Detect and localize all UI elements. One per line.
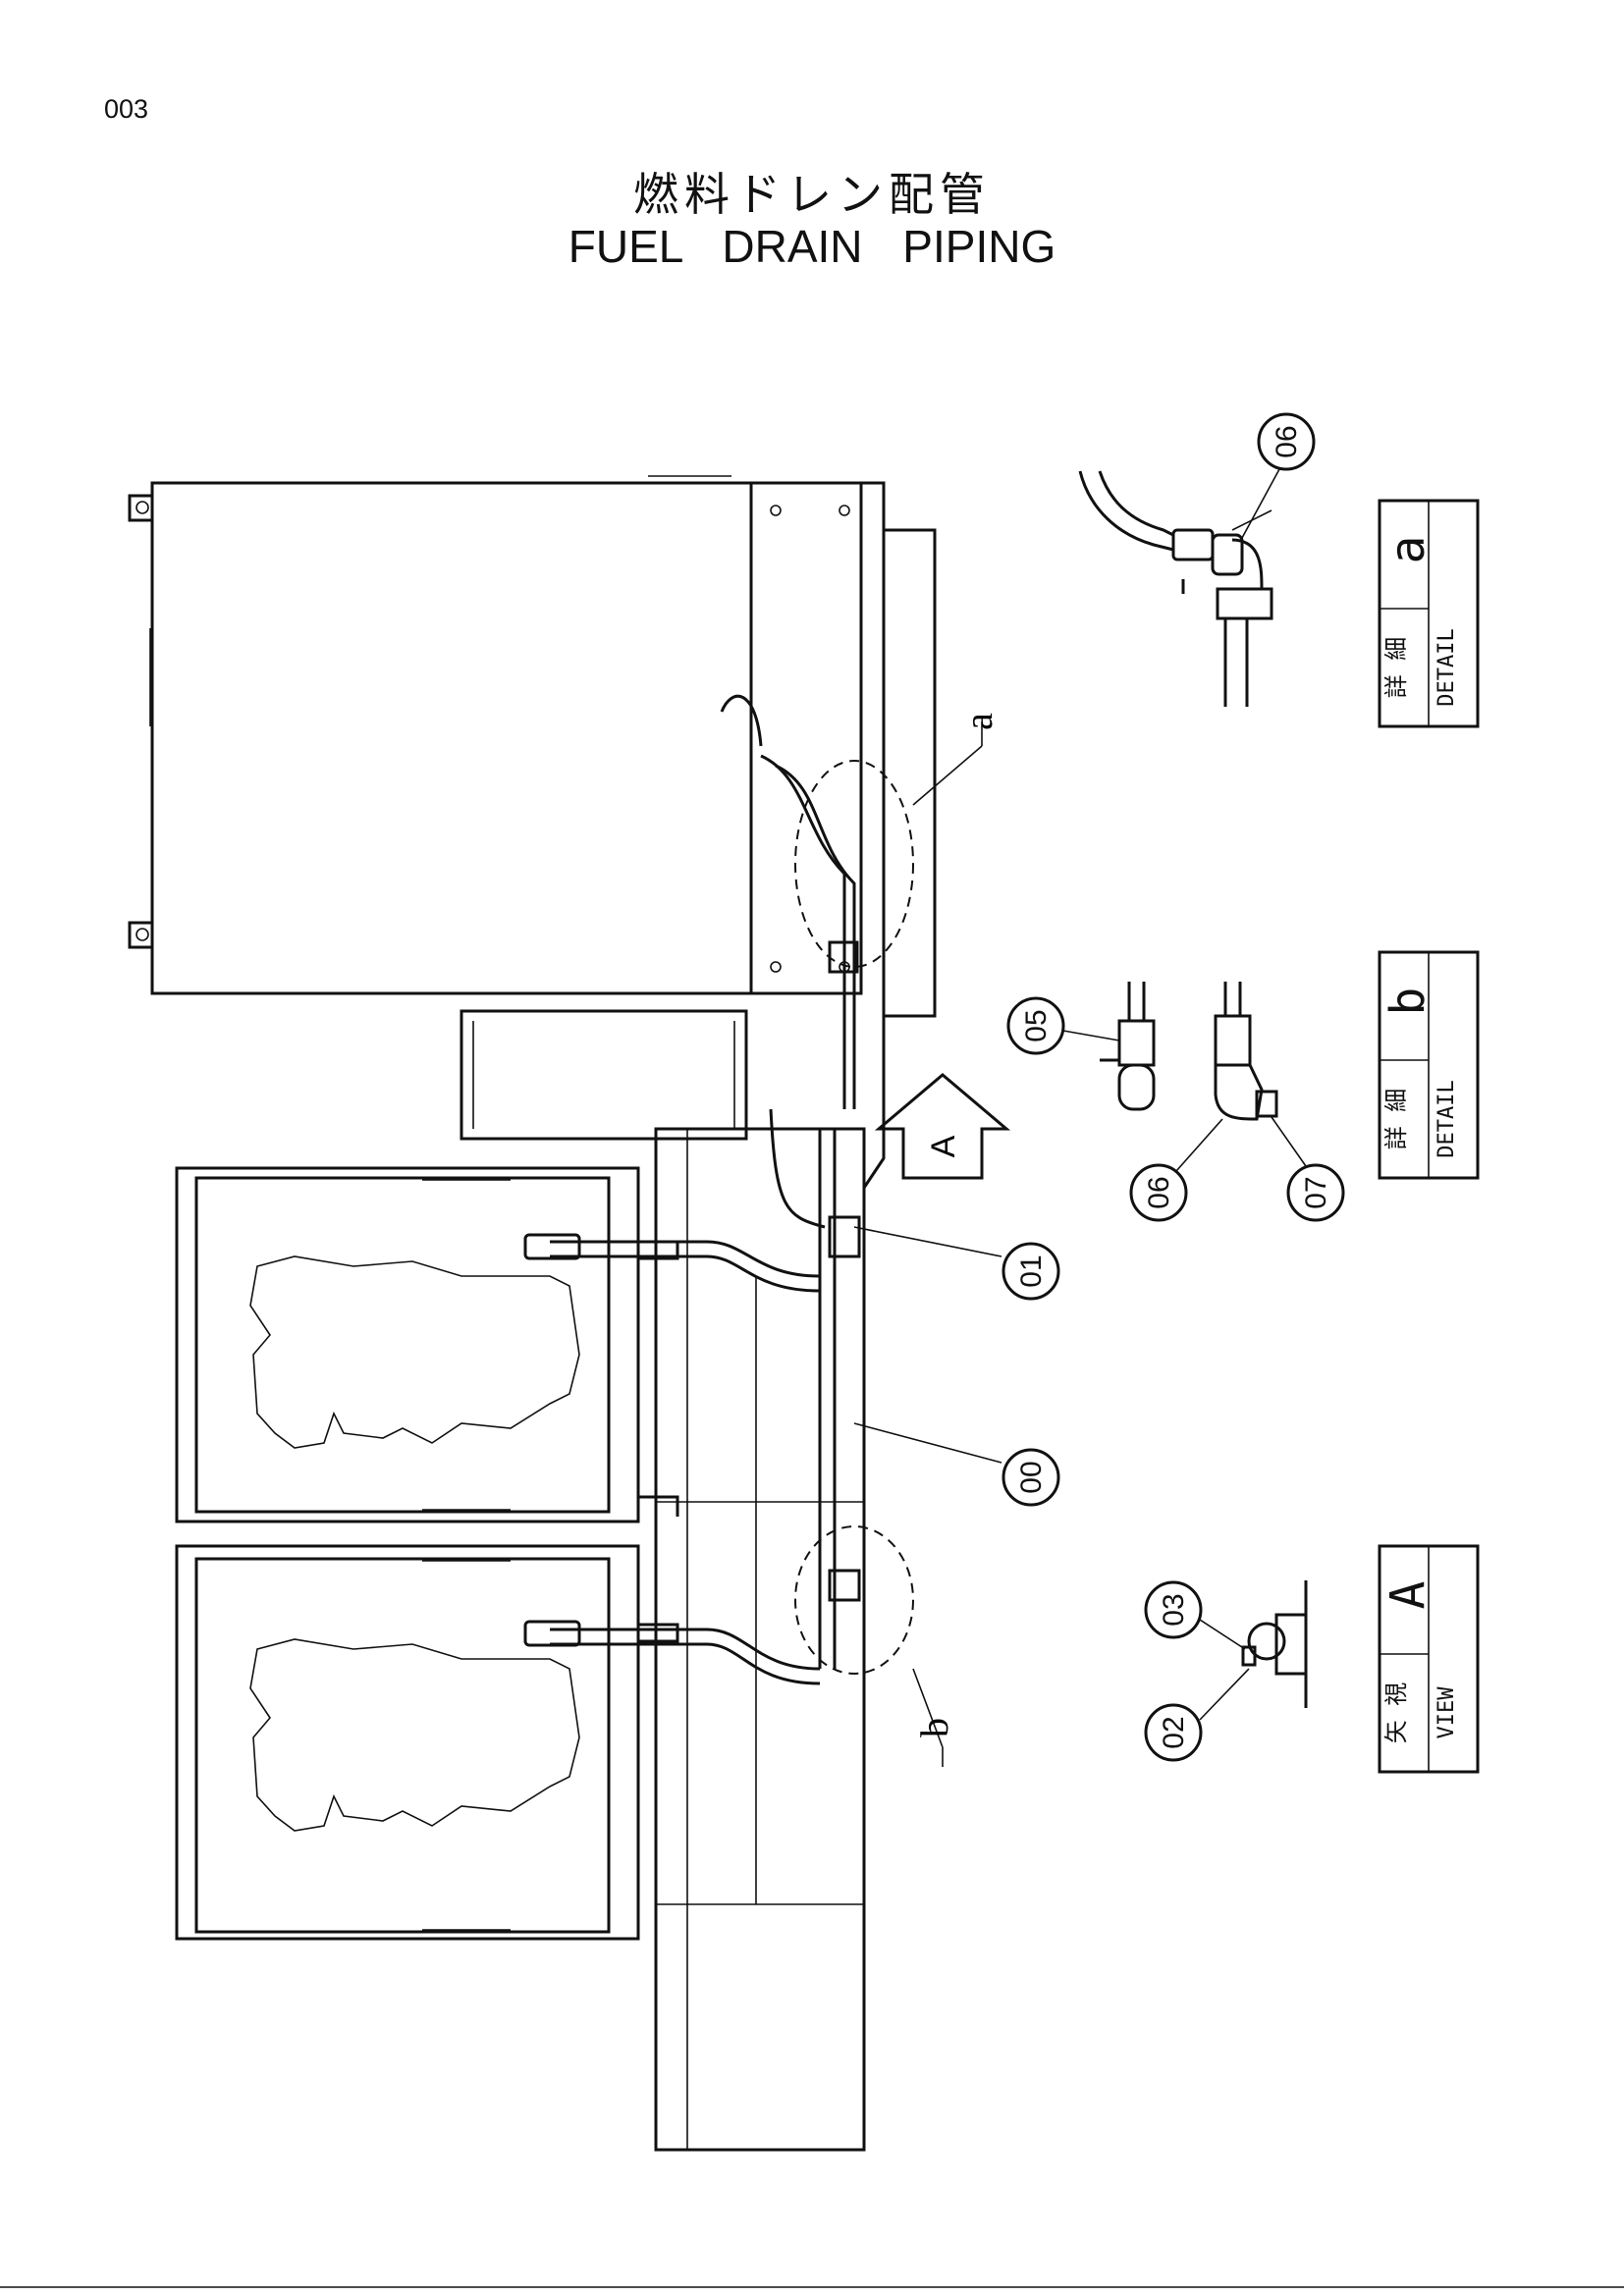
callout-00: 00 [1001,1448,1060,1507]
fuel-tank [460,1009,748,1141]
label-detail-b-letter: b [1380,988,1435,1016]
callout-01: 01 [1001,1242,1060,1301]
label-view-a-en: VIEW [1435,1686,1459,1739]
svg-text:01: 01 [1015,1255,1048,1287]
callout-06-top: 06 [1241,412,1316,539]
detail-b-fittings [1100,982,1278,1121]
label-detail-a-jp: 詳 細 [1382,637,1410,698]
label-detail-a: 詳 細 DETAIL a [1378,499,1480,728]
callout-05: 05 [1006,996,1120,1055]
label-view-a: 矢 視 VIEW A [1378,1544,1480,1774]
title-english: FUEL DRAIN PIPING [568,221,1056,272]
svg-text:06: 06 [1143,1176,1175,1208]
engine-unit-lower [175,1544,679,1941]
label-detail-b-jp: 詳 細 [1382,1089,1410,1149]
upper-cabinet [128,475,863,995]
drain-piping [523,694,861,1685]
svg-text:03: 03 [1158,1593,1190,1626]
svg-text:06: 06 [1271,425,1303,457]
detail-a-circle [794,760,914,968]
callout-06-mid: 06 [1129,1118,1223,1222]
label-detail-b-en: DETAIL [1435,1080,1459,1157]
svg-text:05: 05 [1020,1009,1053,1041]
view-arrow-a: A [874,1073,1011,1180]
detail-b-circle [794,1525,914,1675]
page-number: 003 [104,94,149,124]
view-a-fitting [1241,1580,1308,1708]
leader-lines [853,721,1002,1767]
svg-text:07: 07 [1300,1176,1332,1208]
label-detail-a-letter: a [1380,536,1435,564]
callout-02: 02 [1144,1668,1250,1762]
frame-rails [654,481,937,2152]
callout-bubbles: 06 05 06 07 01 00 03 [1001,412,1345,1762]
label-detail-a-en: DETAIL [1435,628,1459,706]
detail-letter-b: b [912,1718,956,1737]
label-detail-b: 詳 細 DETAIL b [1378,950,1480,1180]
title-japanese: 燃料ドレン配管 [633,168,991,221]
engine-unit-upper [175,1166,679,1523]
label-view-a-jp: 矢 視 [1382,1682,1410,1743]
svg-text:00: 00 [1015,1461,1048,1493]
callout-07: 07 [1271,1116,1345,1222]
callout-03: 03 [1144,1580,1246,1650]
detail-letter-a: a [956,713,1001,730]
label-view-a-letter: A [1380,1580,1435,1609]
arrow-label: A [925,1135,962,1157]
svg-text:02: 02 [1158,1716,1190,1748]
detail-a-fitting [1078,470,1273,707]
